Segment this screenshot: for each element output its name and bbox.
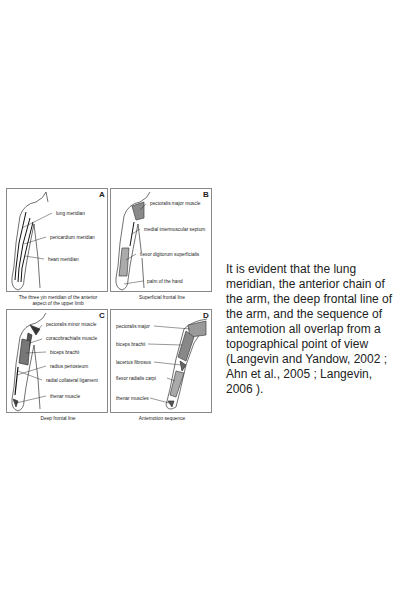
- part-label: pectoralis major: [115, 324, 151, 330]
- panel-letter: C: [99, 311, 105, 320]
- panel-caption: Superficial frontal line: [117, 295, 207, 301]
- part-label: coracobrachialis muscle: [45, 336, 98, 342]
- part-label: medial intermuscular septum: [143, 227, 206, 233]
- arm-figure-c: [12, 313, 46, 411]
- part-label: lung meridian: [55, 211, 86, 217]
- part-label: thenar muscles: [115, 396, 150, 402]
- part-label: pectoralis major muscle: [149, 201, 201, 207]
- panel-caption: The three yin meridian of the anterior a…: [13, 295, 103, 306]
- arm-figure-a: [12, 192, 52, 290]
- panel-letter: B: [203, 190, 209, 199]
- figure-panel: Bpectoralis major muscle medial intermusc…: [110, 188, 212, 292]
- part-label: lacertus fibrosus: [115, 360, 152, 366]
- figure-panel: Cpectoralis minor muscle coracobrachialis…: [6, 309, 108, 413]
- arm-figure-d: [148, 319, 207, 409]
- panel-letter: D: [203, 311, 209, 320]
- part-label: heart meridian: [47, 257, 80, 263]
- panel-caption: Deep frontal line: [13, 416, 103, 422]
- part-label: pectoralis minor muscle: [45, 322, 97, 328]
- arm-figure-b: [116, 192, 150, 290]
- part-label: flexor digitorum superficialis: [139, 252, 200, 258]
- part-label: biceps brachii: [49, 350, 80, 356]
- figure-panel: Dpectoralis major biceps brachii lacertus …: [110, 309, 212, 413]
- part-label: palm of the hand: [146, 279, 184, 285]
- part-label: pericardium meridian: [49, 235, 96, 241]
- part-label: biceps brachii: [115, 342, 146, 348]
- figure-panel: Alung meridian pericardium meridian heart …: [6, 188, 108, 292]
- part-label: radius periosteum: [49, 364, 89, 370]
- part-label: thenar muscle: [49, 394, 81, 400]
- part-label: radial collateral ligament: [45, 378, 99, 384]
- body-paragraph: It is evident that the lung meridian, th…: [226, 262, 394, 397]
- part-label: flexor radialis carpi: [115, 376, 157, 382]
- panel-caption: Antemotion sequence: [117, 416, 207, 422]
- panel-letter: A: [99, 190, 105, 199]
